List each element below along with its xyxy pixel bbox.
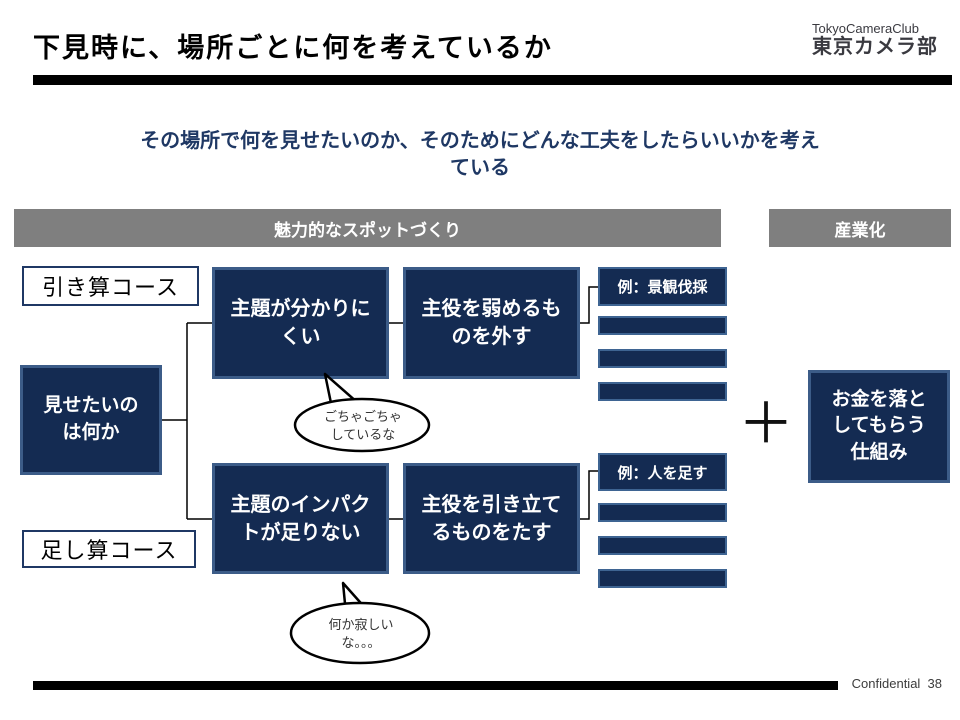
example-placeholder-bar — [598, 382, 727, 401]
slide-subtitle: その場所で何を見せたいのか、そのためにどんな工夫をしたらいいかを考え ている — [140, 130, 820, 179]
logo-text-en: TokyoCameraClub — [812, 21, 919, 36]
speech-bubble-text: ごちゃごちゃ しているな — [323, 409, 402, 442]
node-impact-lacking: 主題のインパク トが足りない — [212, 463, 389, 574]
node-remove-weakeners: 主役を弱めるも のを外す — [403, 267, 580, 379]
plus-sign: ＋ — [738, 392, 794, 455]
label-addition-course: 足し算コース — [22, 530, 196, 568]
speech-bubble-text: 何か寂しい な。。。 — [328, 617, 394, 650]
node-subject-unclear: 主題が分かりに くい — [212, 267, 389, 379]
logo-text-jp: 東京カメラ部 — [812, 36, 938, 59]
speech-bubble-shape — [293, 372, 431, 453]
example-placeholder-bar — [598, 503, 727, 522]
example-placeholder-bar — [598, 316, 727, 335]
label-subtraction-course: 引き算コース — [22, 266, 199, 306]
speech-bubble-shape — [289, 581, 431, 665]
title-divider-bar — [33, 75, 952, 85]
example-placeholder-bar — [598, 349, 727, 368]
node-example-add-people: 例：人を足す — [598, 453, 727, 491]
example-placeholder-bar — [598, 536, 727, 555]
example-placeholder-bar — [598, 569, 727, 588]
page-title: 下見時に、場所ごとに何を考えているか — [33, 33, 553, 63]
speech-bubble-lonely: 何か寂しい な。。。 — [285, 578, 437, 670]
tokyo-camera-club-logo: TokyoCameraClub 東京カメラ部 — [812, 21, 938, 59]
node-what-to-show: 見せたいの は何か — [20, 365, 162, 475]
node-add-enhancers: 主役を引き立て るものをたす — [403, 463, 580, 574]
speech-bubble-cluttered: ごちゃごちゃ しているな — [288, 368, 438, 458]
band-industrialization: 産業化 — [769, 209, 951, 247]
confidential-page-number: Confidential 38 — [851, 676, 942, 691]
band-attractive-spot: 魅力的なスポットづくり — [14, 209, 721, 247]
footer-divider-bar — [33, 681, 838, 690]
node-example-landscape-logging: 例：景観伐採 — [598, 267, 727, 306]
node-monetization-scheme: お金を落と してもらう 仕組み — [808, 370, 950, 483]
